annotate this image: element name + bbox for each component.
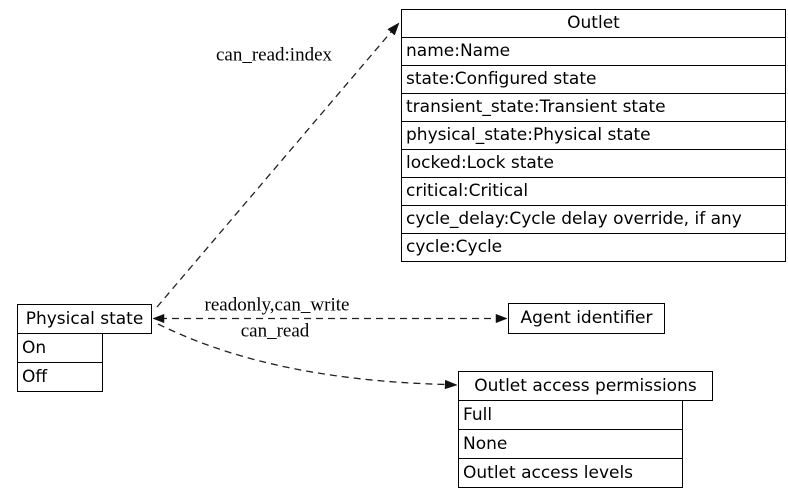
node-outlet-access-permissions-row-none: None	[458, 429, 683, 459]
edge-label-can-read: can_read	[240, 320, 310, 342]
arrowhead-to-agent-identifier-icon	[495, 313, 508, 324]
edge-label-readonly-can-write: readonly,can_write	[204, 294, 350, 316]
node-outlet-title: Outlet	[401, 9, 786, 38]
arrowhead-to-outlet-access-permissions-icon	[444, 379, 458, 390]
arrowhead-to-outlet-icon	[387, 22, 400, 36]
edge-can-read-index	[156, 22, 400, 308]
node-outlet-row-critical: critical:Critical	[401, 177, 786, 206]
node-outlet-row-locked: locked:Lock state	[401, 149, 786, 178]
node-outlet-row-name: name:Name	[401, 37, 786, 66]
node-outlet-access-permissions-row-levels: Outlet access levels	[458, 458, 683, 488]
node-physical-state-row-off: Off	[17, 362, 103, 392]
node-outlet-row-state: state:Configured state	[401, 65, 786, 94]
node-physical-state-title: Physical state	[17, 304, 152, 334]
node-outlet-row-transient-state: transient_state:Transient state	[401, 93, 786, 122]
node-physical-state-row-on: On	[17, 333, 103, 363]
node-outlet-access-permissions-row-full: Full	[458, 400, 683, 430]
edge-can-read-index-line	[156, 31, 392, 308]
node-outlet-row-physical-state: physical_state:Physical state	[401, 121, 786, 150]
edge-label-can-read-index: can_read:index	[215, 44, 333, 66]
edge-readonly-can-write	[152, 313, 508, 324]
arrowhead-to-physical-state-icon	[152, 313, 165, 324]
node-agent-identifier: Agent identifier	[508, 303, 665, 334]
node-outlet-row-cycle-delay: cycle_delay:Cycle delay override, if any	[401, 205, 786, 234]
node-outlet-row-cycle: cycle:Cycle	[401, 233, 786, 262]
node-outlet-access-permissions-title: Outlet access permissions	[458, 371, 713, 401]
